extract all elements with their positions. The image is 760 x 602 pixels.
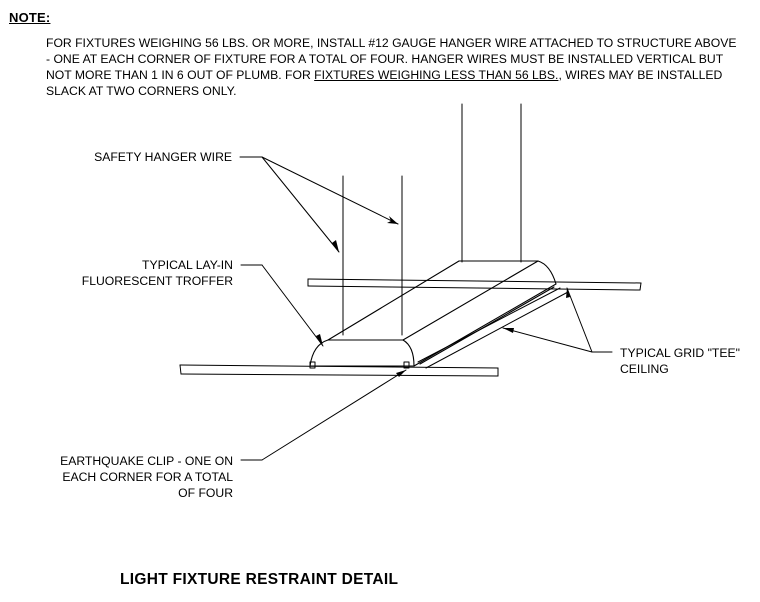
arrowhead: [503, 328, 514, 333]
callout-troffer: TYPICAL LAY-IN FLUORESCENT TROFFER: [20, 257, 233, 289]
earthquake-clip-right: [403, 361, 410, 369]
callout-earthquake-clip-line-1: EARTHQUAKE CLIP - ONE ON: [60, 454, 233, 468]
note-line-3-end: , WIRES MAY BE INSTALLED: [558, 68, 723, 82]
arrowhead: [566, 288, 570, 298]
callout-earthquake-clip-line-3: OF FOUR: [178, 486, 233, 500]
grid-tee-far: [307, 278, 642, 291]
arrowhead: [316, 334, 323, 346]
grid-tee-near: [179, 364, 499, 377]
callout-troffer-line-1: TYPICAL LAY-IN: [142, 258, 233, 272]
arrowhead: [396, 370, 406, 377]
earthquake-clip-left: [309, 361, 316, 369]
note-line-4: SLACK AT TWO CORNERS ONLY.: [46, 84, 237, 98]
arrowhead: [387, 216, 398, 224]
leader-earthquake-clip: [240, 369, 407, 461]
leader-safety-hanger-wire: [239, 156, 399, 253]
callout-grid-tee: TYPICAL GRID "TEE" CEILING: [620, 345, 740, 377]
arrowhead: [332, 240, 339, 252]
leader-grid-tee: [502, 287, 613, 353]
callout-safety-hanger-wire-label: SAFETY HANGER WIRE: [94, 150, 232, 164]
note-underlined-phrase: FIXTURES WEIGHING LESS THAN 56 LBS.: [314, 68, 559, 82]
callout-safety-hanger-wire: SAFETY HANGER WIRE: [20, 149, 232, 165]
note-heading: NOTE:: [9, 10, 51, 25]
callout-earthquake-clip: EARTHQUAKE CLIP - ONE ON EACH CORNER FOR…: [20, 453, 233, 501]
leader-troffer: [240, 264, 324, 347]
troffer-fixture: [309, 260, 557, 367]
callout-grid-tee-line-2: CEILING: [620, 362, 669, 376]
note-line-3-start: NOT MORE THAN 1 IN 6 OUT OF PLUMB. FOR: [46, 68, 315, 82]
drawing-title: LIGHT FIXTURE RESTRAINT DETAIL: [120, 571, 399, 588]
grid-tee-diagonal: [417, 287, 569, 369]
note-line-1: FOR FIXTURES WEIGHING 56 LBS. OR MORE, I…: [46, 36, 737, 50]
note-line-3: NOT MORE THAN 1 IN 6 OUT OF PLUMB. FOR F…: [46, 67, 746, 83]
hanger-wires: [342, 103, 522, 336]
note-body: FOR FIXTURES WEIGHING 56 LBS. OR MORE, I…: [46, 35, 746, 99]
note-line-2: - ONE AT EACH CORNER OF FIXTURE FOR A TO…: [46, 52, 724, 66]
callout-earthquake-clip-line-2: EACH CORNER FOR A TOTAL: [62, 470, 233, 484]
callout-troffer-line-2: FLUORESCENT TROFFER: [81, 274, 233, 288]
callout-grid-tee-line-1: TYPICAL GRID "TEE": [620, 346, 740, 360]
